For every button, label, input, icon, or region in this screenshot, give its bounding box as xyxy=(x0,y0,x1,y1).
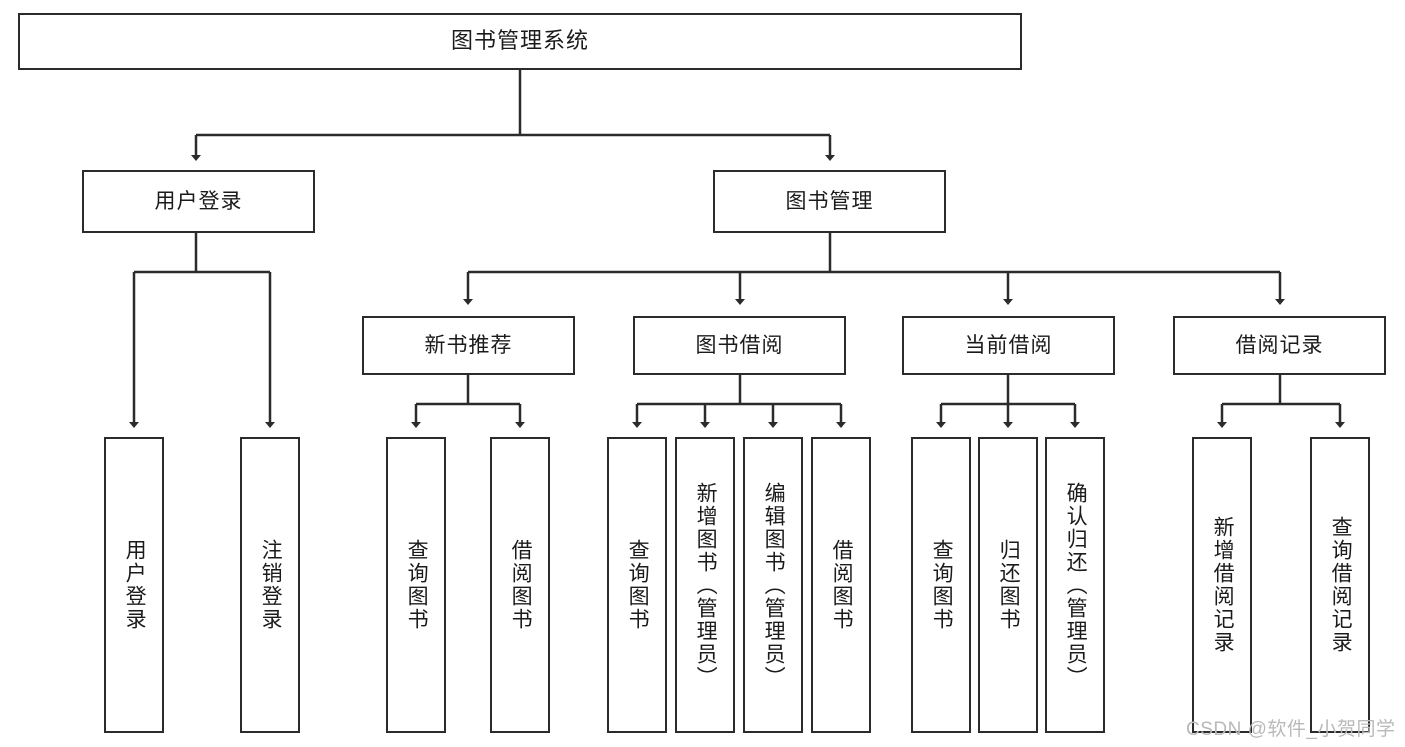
leaf-label: 查询图书 xyxy=(405,539,429,631)
leaf-label: 借阅图书 xyxy=(830,539,854,631)
leaf-label: 借阅图书 xyxy=(509,539,533,631)
node-user-login-label: 用户登录 xyxy=(154,189,243,213)
leaf-user-login-login[interactable]: 用户登录 xyxy=(104,437,164,733)
node-book-borrow[interactable]: 图书借阅 xyxy=(633,316,846,375)
node-root-label: 图书管理系统 xyxy=(450,28,589,54)
node-book-management[interactable]: 图书管理 xyxy=(713,170,946,233)
node-book-management-label: 图书管理 xyxy=(785,189,874,213)
node-new-book-recommend-label: 新书推荐 xyxy=(424,333,513,357)
node-current-borrow[interactable]: 当前借阅 xyxy=(902,316,1115,375)
leaf-label: 新增借阅记录 xyxy=(1211,516,1235,654)
leaf-book-borrow-edit-book-admin[interactable]: 编辑图书（管理员） xyxy=(743,437,803,733)
leaf-label: 确认归还（管理员） xyxy=(1064,481,1088,689)
node-borrow-record[interactable]: 借阅记录 xyxy=(1173,316,1386,375)
leaf-new-book-query-books[interactable]: 查询图书 xyxy=(386,437,446,733)
leaf-book-borrow-add-book-admin[interactable]: 新增图书（管理员） xyxy=(675,437,735,733)
leaf-label: 查询图书 xyxy=(930,539,954,631)
leaf-current-borrow-confirm-return-admin[interactable]: 确认归还（管理员） xyxy=(1045,437,1105,733)
leaf-label: 用户登录 xyxy=(123,539,147,631)
node-user-login[interactable]: 用户登录 xyxy=(82,170,315,233)
leaf-label: 新增图书（管理员） xyxy=(694,481,718,689)
leaf-label: 归还图书 xyxy=(997,539,1021,631)
leaf-borrow-record-query-record[interactable]: 查询借阅记录 xyxy=(1310,437,1370,733)
node-new-book-recommend[interactable]: 新书推荐 xyxy=(362,316,575,375)
leaf-book-borrow-query-books[interactable]: 查询图书 xyxy=(607,437,667,733)
node-borrow-record-label: 借阅记录 xyxy=(1235,333,1324,357)
leaf-book-borrow-borrow-books[interactable]: 借阅图书 xyxy=(811,437,871,733)
leaf-label: 编辑图书（管理员） xyxy=(762,481,786,689)
node-book-borrow-label: 图书借阅 xyxy=(695,333,784,357)
leaf-current-borrow-query-books[interactable]: 查询图书 xyxy=(911,437,971,733)
leaf-label: 查询图书 xyxy=(626,539,650,631)
leaf-current-borrow-return-books[interactable]: 归还图书 xyxy=(978,437,1038,733)
leaf-label: 注销登录 xyxy=(259,539,283,631)
node-root-book-management-system[interactable]: 图书管理系统 xyxy=(18,13,1022,70)
leaf-user-login-logout[interactable]: 注销登录 xyxy=(240,437,300,733)
node-current-borrow-label: 当前借阅 xyxy=(964,333,1053,357)
leaf-borrow-record-add-record[interactable]: 新增借阅记录 xyxy=(1192,437,1252,733)
leaf-new-book-borrow-books[interactable]: 借阅图书 xyxy=(490,437,550,733)
leaf-label: 查询借阅记录 xyxy=(1329,516,1353,654)
